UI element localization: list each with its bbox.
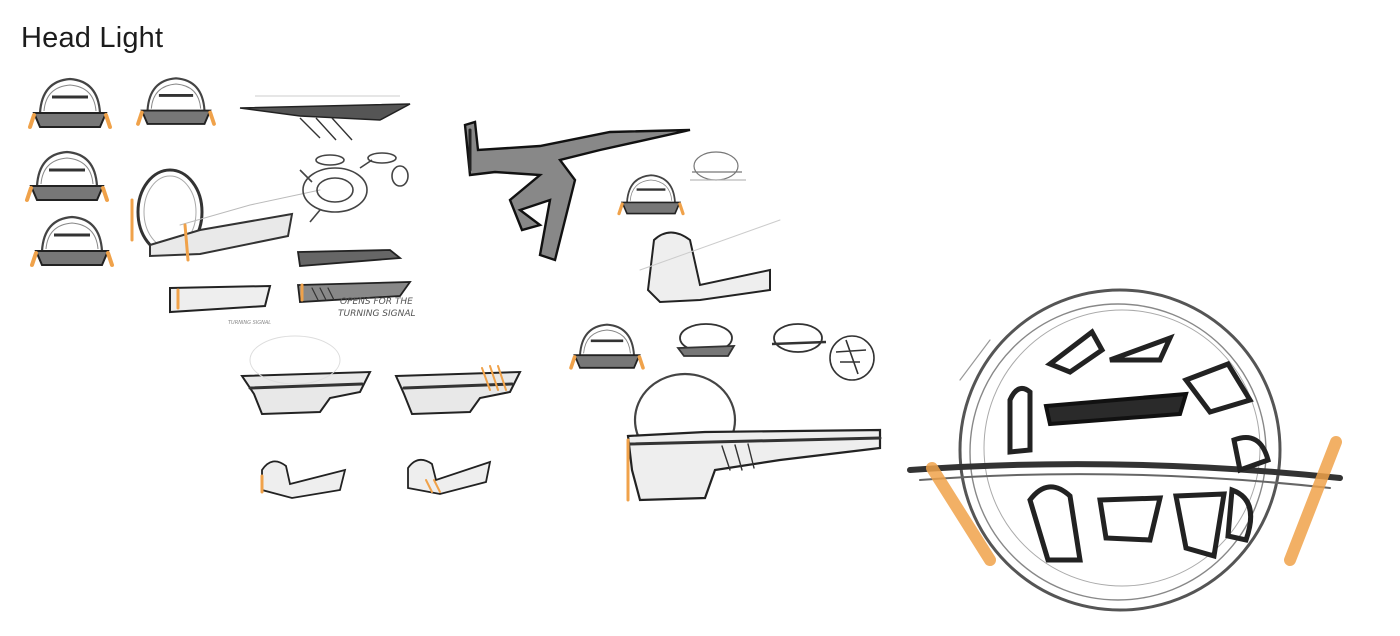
bumper-sketch-2: [394, 365, 522, 416]
lamp-sketch-5: [617, 173, 685, 216]
turning-signal-note-2: TURNING SIGNAL: [338, 309, 416, 319]
large-lamp-sketch: [626, 372, 882, 502]
lamp-sketch-2: [136, 76, 216, 126]
t-shape-light-sketch: [463, 120, 691, 262]
side-profile-sketches: [169, 249, 412, 314]
bumper-sketch-1: [240, 335, 372, 416]
lamp-sketch-1: [28, 77, 112, 129]
detailed-headlamp-sketch: [907, 288, 1343, 612]
lamp-sketch-3: [25, 150, 109, 202]
mechanism-sketch: [299, 152, 409, 223]
lamp-side-sketch-2: [407, 458, 492, 495]
lamp-sketch-4: [30, 215, 114, 267]
lamp-sketch-10: [829, 335, 875, 381]
lamp-body-sketch: [639, 219, 781, 304]
lamp-sketch-9: [771, 323, 827, 353]
lamp-sketch-6: [690, 151, 746, 181]
lamp-sketch-8: [676, 323, 736, 357]
lamp-side-sketch-1: [260, 460, 347, 499]
page-title: Head Light: [21, 22, 164, 54]
lamp-sketch-7: [569, 322, 645, 370]
wing-sketch: [239, 95, 411, 141]
lamp-housing-sketch: [130, 168, 321, 262]
turning-signal-note-1: OPENS FOR THE: [340, 297, 413, 307]
small-caption: TURNING SIGNAL: [228, 320, 271, 326]
